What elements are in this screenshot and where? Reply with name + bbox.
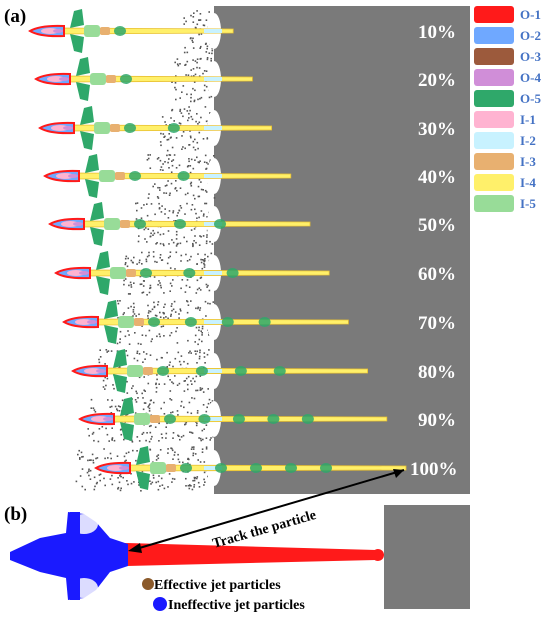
jet-row-2 xyxy=(34,57,253,101)
ineffective-label: Ineffective jet particles xyxy=(168,598,305,613)
legend-label-i1: I-1 xyxy=(520,112,536,127)
legend-label-o3: O-3 xyxy=(520,49,541,64)
ineffective-slug xyxy=(10,512,128,600)
panel-a: (a) 10% 20% 30% 40% 50% 60% 70% 80% 90% … xyxy=(4,6,470,494)
jet-row-3 xyxy=(38,106,272,150)
ineffective-marker xyxy=(153,597,167,611)
legend-label-o1: O-1 xyxy=(520,7,541,22)
legend-label-o5: O-5 xyxy=(520,91,541,106)
legend-label-o4: O-4 xyxy=(520,70,541,85)
percent-label-50: 50% xyxy=(418,215,456,236)
legend-label-i3: I-3 xyxy=(520,154,536,169)
panel-a-label: (a) xyxy=(4,6,26,27)
legend-swatch-o3 xyxy=(474,48,514,65)
legend-swatch-o4 xyxy=(474,69,514,86)
jet-row-4 xyxy=(43,154,292,198)
effective-label: Effective jet particles xyxy=(154,578,281,593)
percent-label-90: 90% xyxy=(418,410,456,431)
percent-label-100: 100% xyxy=(410,459,458,480)
legend-label-i4: I-4 xyxy=(520,175,536,190)
jet-row-9 xyxy=(78,397,388,441)
effective-jet xyxy=(125,543,384,566)
legend-swatch-i1 xyxy=(474,111,514,128)
percent-label-60: 60% xyxy=(418,264,456,285)
jet-row-1 xyxy=(28,9,234,53)
percent-label-40: 40% xyxy=(418,167,456,188)
target-block-a xyxy=(214,6,470,494)
percent-label-70: 70% xyxy=(418,313,456,334)
track-arrow xyxy=(128,469,405,553)
legend-swatch-i4 xyxy=(474,174,514,191)
jet-row-10 xyxy=(94,446,407,490)
legend: O-1 O-2 O-3 O-4 O-5 I-1 I-2 I-3 I-4 I-5 xyxy=(474,6,541,212)
legend-swatch-o2 xyxy=(474,27,514,44)
percent-label-30: 30% xyxy=(418,119,456,140)
jet-row-7 xyxy=(62,300,349,344)
legend-swatch-i2 xyxy=(474,132,514,149)
legend-label-i5: I-5 xyxy=(520,196,536,211)
jet-row-5 xyxy=(48,202,311,246)
legend-swatch-i3 xyxy=(474,153,514,170)
panel-b-label: (b) xyxy=(4,504,27,525)
debris-particles xyxy=(75,10,216,492)
percent-label-20: 20% xyxy=(418,70,456,91)
percent-labels: 10% 20% 30% 40% 50% 60% 70% 80% 90% 100% xyxy=(410,22,458,480)
legend-label-o2: O-2 xyxy=(520,28,541,43)
legend-swatch-o5 xyxy=(474,90,514,107)
jet-row-8 xyxy=(71,349,368,393)
effective-marker xyxy=(142,578,154,590)
track-annotation: Track the particle xyxy=(211,508,318,552)
legend-swatch-i5 xyxy=(474,195,514,212)
target-block-b xyxy=(384,505,470,609)
legend-swatch-o1 xyxy=(474,6,514,23)
percent-label-80: 80% xyxy=(418,362,456,383)
percent-label-10: 10% xyxy=(418,22,456,43)
legend-label-i2: I-2 xyxy=(520,133,536,148)
jet-row-6 xyxy=(54,251,330,295)
jet-rows xyxy=(28,9,407,490)
